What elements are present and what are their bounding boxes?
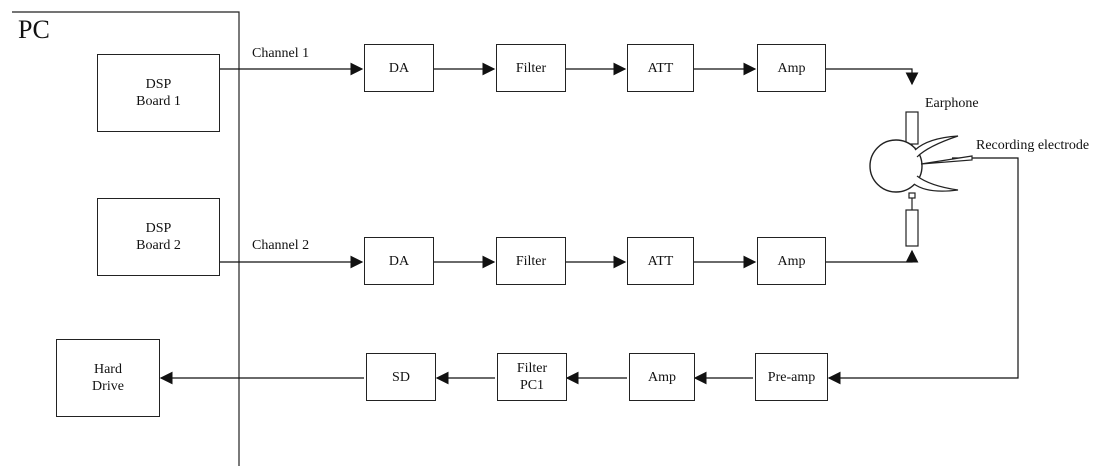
att-1: ATT — [627, 44, 694, 92]
amp-return: Amp — [629, 353, 695, 401]
earphone-label: Earphone — [925, 96, 979, 112]
da-1: DA — [364, 44, 434, 92]
earphone-2 — [906, 193, 918, 246]
wire-amp1-earphone1 — [826, 69, 912, 84]
subject-head — [870, 136, 972, 192]
channel-2-label: Channel 2 — [252, 238, 309, 254]
filter-2: Filter — [496, 237, 566, 285]
att-2: ATT — [627, 237, 694, 285]
amp-2: Amp — [757, 237, 826, 285]
amp-1: Amp — [757, 44, 826, 92]
filter-pc1: Filter PC1 — [497, 353, 567, 401]
channel-1-label: Channel 1 — [252, 46, 309, 62]
da-2: DA — [364, 237, 434, 285]
pre-amp: Pre-amp — [755, 353, 828, 401]
electrode-label: Recording electrode — [976, 138, 1089, 154]
filter-1: Filter — [496, 44, 566, 92]
wire-amp2-earphone2 — [826, 251, 912, 262]
pc-label: PC — [18, 16, 50, 44]
wire-electrode-preamp — [829, 158, 1018, 378]
dsp-board-1: DSP Board 1 — [97, 54, 220, 132]
hard-drive: Hard Drive — [56, 339, 160, 417]
dsp-board-2: DSP Board 2 — [97, 198, 220, 276]
sd-block: SD — [366, 353, 436, 401]
